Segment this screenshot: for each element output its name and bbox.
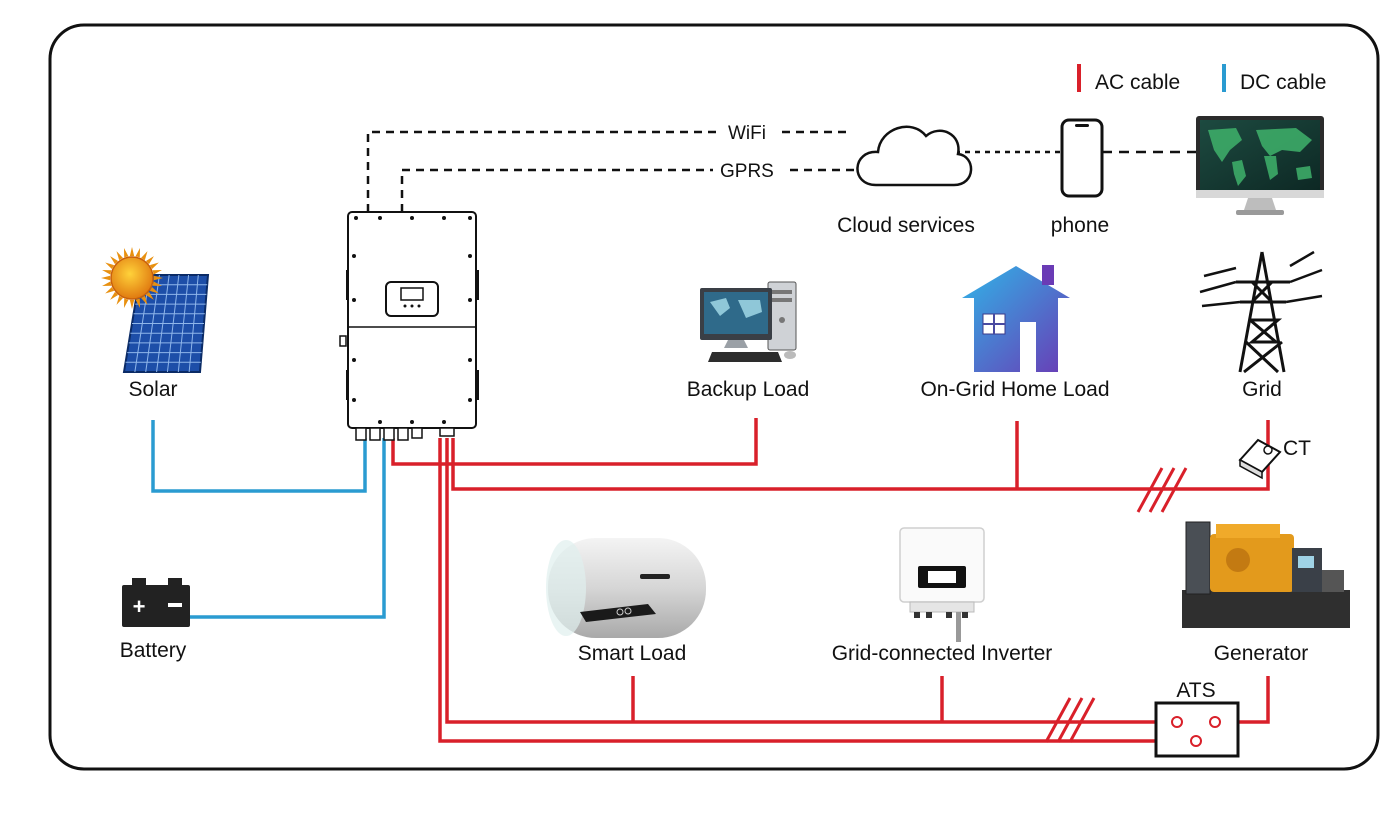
cloud-icon: [856, 125, 973, 187]
current-transformer-icon: [1238, 438, 1282, 480]
world-map-monitor-icon: [1196, 116, 1324, 215]
house-icon: [962, 265, 1070, 372]
battery-icon: +: [122, 578, 190, 627]
dc-cable-solar: [151, 420, 367, 493]
ct-label: CT: [1283, 437, 1311, 460]
water-heater-icon: [546, 538, 706, 638]
wifi-line-left: [366, 130, 720, 212]
ac-cable-ats-output: [438, 438, 1194, 743]
wifi-label: WiFi: [728, 123, 766, 144]
dc-legend-label: DC cable: [1240, 71, 1326, 94]
legend: AC cable DC cable: [1077, 64, 1326, 94]
ac-cable-grid: [451, 420, 1270, 491]
dc-cables: [151, 420, 386, 619]
ac-legend-swatch: [1077, 64, 1081, 92]
ac-cable-backup-load: [391, 418, 758, 466]
solar-label: Solar: [128, 378, 177, 401]
phase-hash-bus: [1044, 697, 1096, 743]
grid-inverter-label: Grid-connected Inverter: [832, 642, 1053, 665]
ac-cables: [391, 418, 1270, 743]
gprs-line-left: [400, 168, 713, 212]
smart-load-label: Smart Load: [578, 642, 687, 665]
diagram-frame: [48, 23, 1380, 771]
gprs-label: GPRS: [720, 161, 774, 182]
solar-panel-with-sun-icon: [101, 247, 210, 373]
dc-cable-battery: [190, 438, 386, 619]
diesel-generator-icon: [1182, 521, 1350, 628]
svg-text:+: +: [133, 594, 146, 619]
smartphone-icon: [1060, 118, 1104, 198]
home-load-label: On-Grid Home Load: [920, 378, 1109, 401]
generator-label: Generator: [1214, 642, 1309, 665]
backup-load-label: Backup Load: [687, 378, 810, 401]
cloud-label: Cloud services: [837, 214, 975, 237]
phase-hash-grid: [1136, 467, 1188, 513]
ats-label: ATS: [1176, 679, 1215, 702]
grid-label: Grid: [1242, 378, 1282, 401]
dc-legend-swatch: [1222, 64, 1226, 92]
sun: [101, 247, 163, 309]
grid-inverter-icon: [899, 527, 985, 642]
battery-label: Battery: [120, 639, 187, 662]
desktop-computer-icon: [700, 281, 797, 362]
ac-cable-generator-bus: [445, 438, 1176, 724]
ac-legend-label: AC cable: [1095, 71, 1180, 94]
phone-label: phone: [1051, 214, 1109, 237]
transfer-switch-icon: [1154, 701, 1240, 758]
hybrid-inverter-icon: [339, 211, 479, 441]
transmission-tower-icon: [1199, 250, 1323, 374]
communication-lines: [366, 130, 1196, 212]
